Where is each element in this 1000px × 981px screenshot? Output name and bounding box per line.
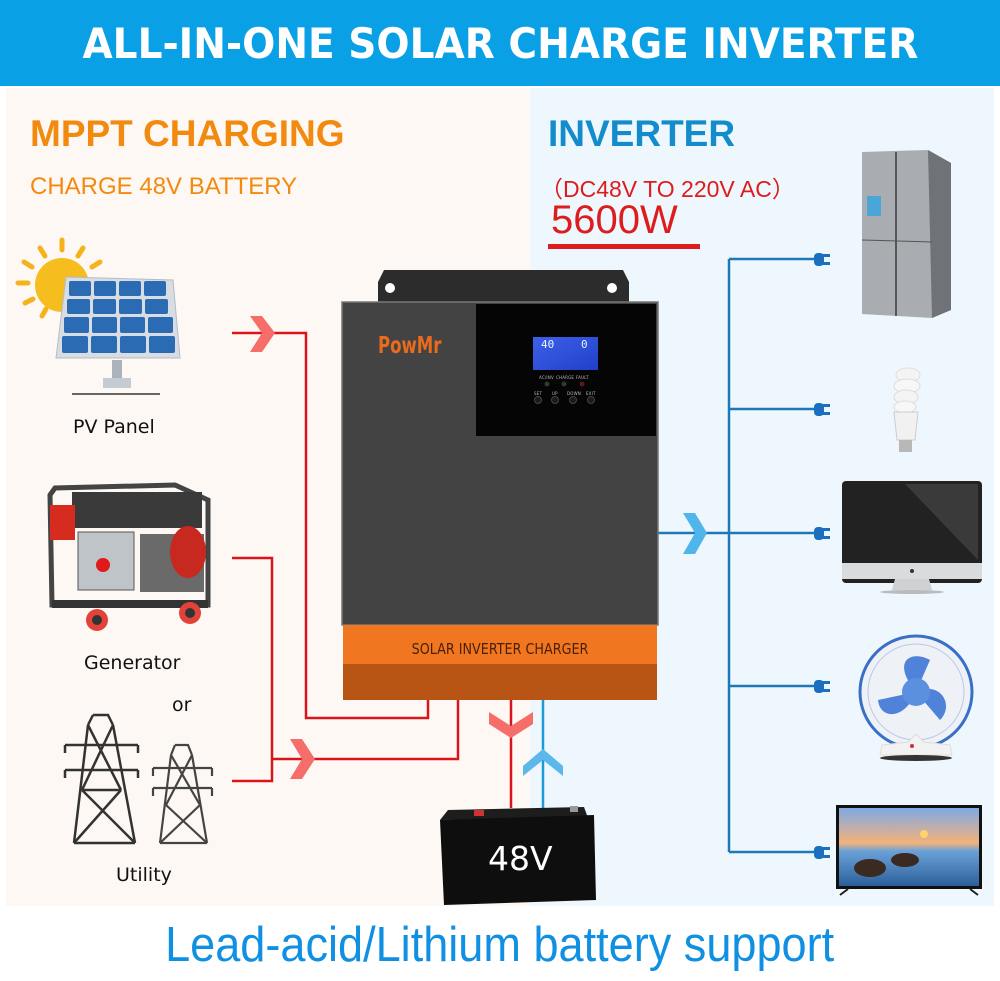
set-button-label: SET <box>534 391 543 396</box>
plug-icon <box>814 527 830 540</box>
generator-label: Generator <box>84 652 181 674</box>
up-button-label: UP <box>552 391 558 396</box>
plug-icon <box>814 680 830 693</box>
brand-logo: PowMr <box>378 333 442 359</box>
utility-label: Utility <box>116 864 172 886</box>
plug-icon <box>814 253 830 266</box>
lcd-left-value: 40 <box>541 338 555 351</box>
battery-voltage-label: 48V <box>488 839 553 878</box>
grid-flow-arrow-icon <box>290 739 315 779</box>
inverter-title: INVERTER <box>548 113 736 154</box>
television-icon <box>836 805 982 896</box>
ac-output-bus <box>656 257 820 854</box>
inverter-device <box>341 270 659 700</box>
inverter-power-rating: 5600W <box>551 198 678 242</box>
footer: Lead-acid/Lithium battery support <box>0 908 1000 981</box>
generator-input-wire <box>232 556 460 783</box>
battery-icon <box>440 806 596 905</box>
down-button-label: DOWN <box>567 391 581 396</box>
battery-support-text: Lead-acid/Lithium battery support <box>165 917 835 972</box>
inverter-subtitle: （DC48V TO 220V AC） <box>540 176 795 202</box>
device-front-label: SOLAR INVERTER CHARGER <box>411 640 589 658</box>
mppt-title: MPPT CHARGING <box>30 113 345 154</box>
ac-output-arrow-icon <box>683 513 707 554</box>
monitor-icon <box>842 481 982 594</box>
power-tower-icon <box>151 743 214 845</box>
fan-icon <box>858 634 974 761</box>
indicator-label-acinv: AC/INV <box>539 375 554 380</box>
pv-input-wire <box>232 331 430 720</box>
indicator-label-charge: CHARGE <box>556 375 575 380</box>
exit-button-label: EXIT <box>586 391 596 396</box>
plug-icon <box>814 846 830 859</box>
or-label: or <box>172 694 192 716</box>
header-banner: ALL-IN-ONE SOLAR CHARGE INVERTER <box>0 0 1000 86</box>
refrigerator-icon <box>861 150 951 318</box>
pv-panel-label: PV Panel <box>73 416 155 438</box>
page-title: ALL-IN-ONE SOLAR CHARGE INVERTER <box>82 18 918 68</box>
generator-icon <box>47 482 211 631</box>
plug-icon <box>814 403 830 416</box>
lcd-right-value: 0 <box>581 338 588 351</box>
battery-charge-arrow-icon <box>489 712 533 738</box>
power-tower-icon <box>63 713 140 845</box>
indicator-label-fault: FAULT <box>576 375 589 380</box>
battery-discharge-arrow-icon <box>523 749 563 776</box>
mppt-subtitle: CHARGE 48V BATTERY <box>30 173 298 200</box>
solar-panel-icon <box>55 276 181 395</box>
power-underline <box>548 244 700 249</box>
pv-flow-arrow-icon <box>250 316 275 352</box>
light-bulb-icon <box>893 367 921 452</box>
